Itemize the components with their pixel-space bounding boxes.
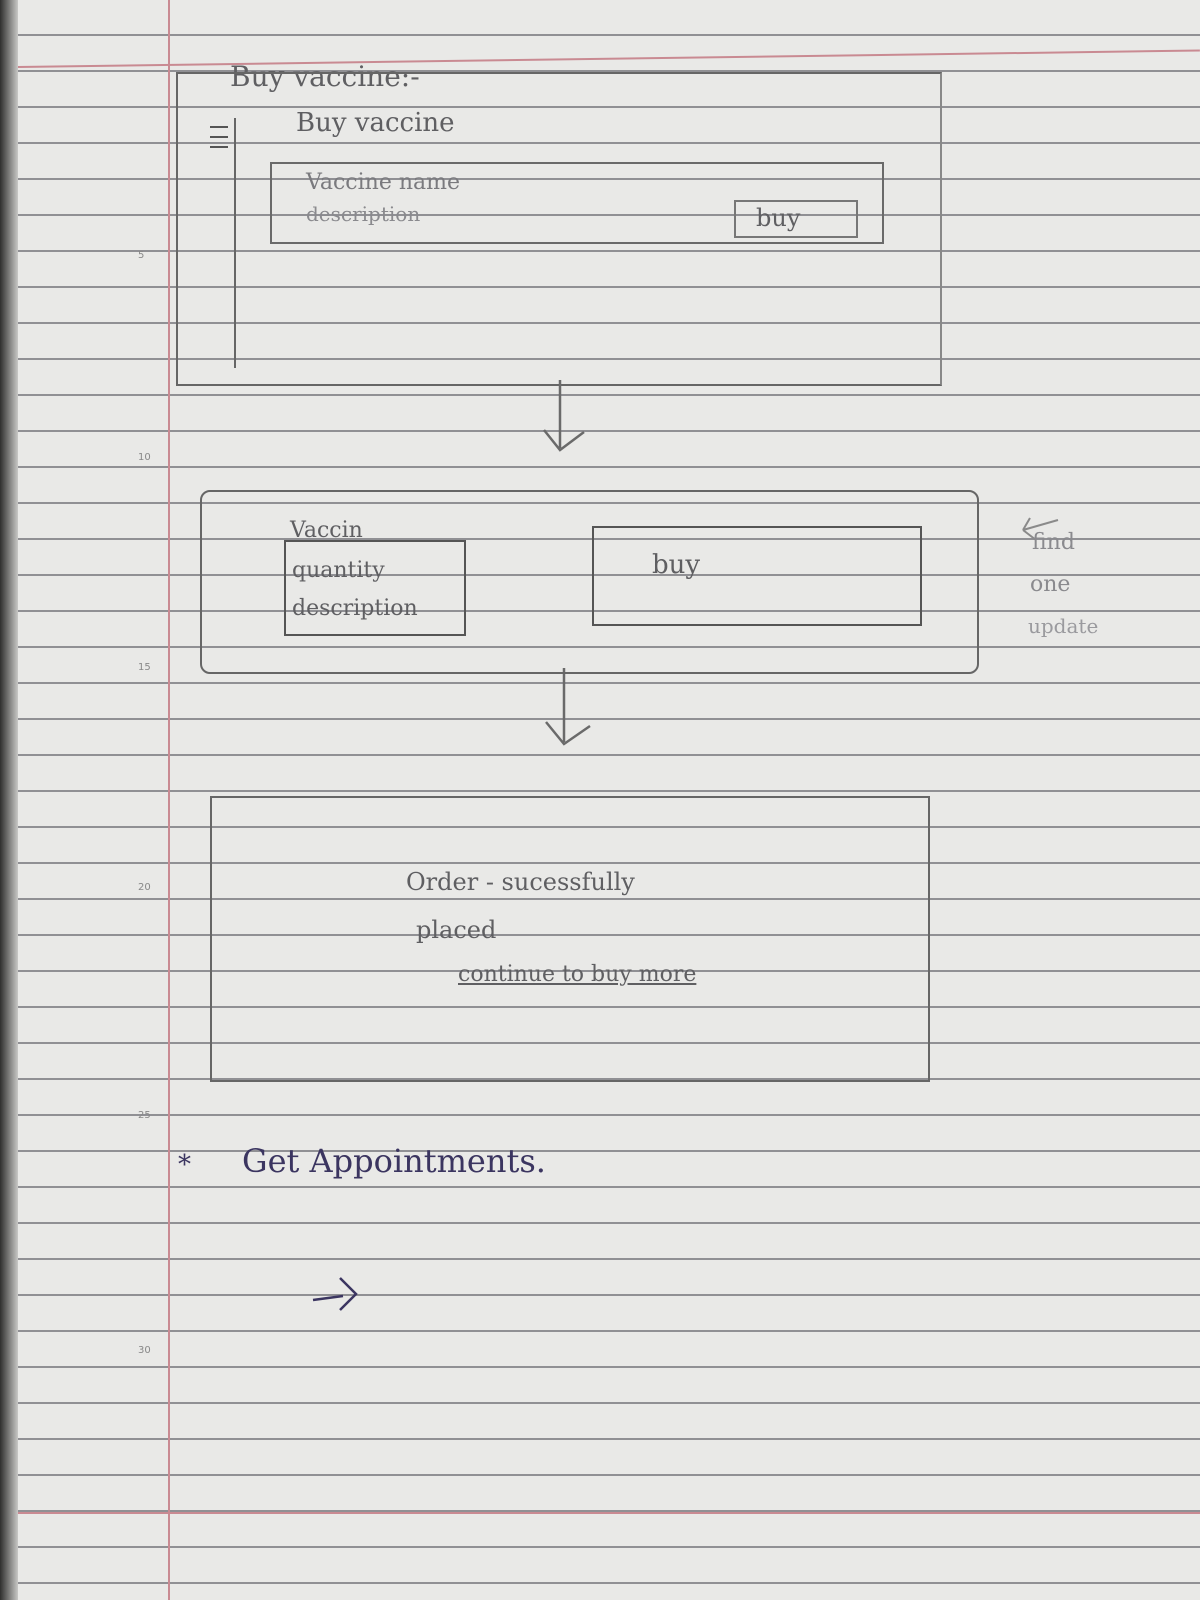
vaccine-detail-box <box>284 540 466 636</box>
sketch-title: Buy vaccine:- <box>230 60 420 93</box>
line-number: 10 <box>138 452 151 463</box>
hamburger-menu-icon[interactable] <box>210 126 228 148</box>
notebook-page: 5 10 15 20 25 30 Buy vaccine:- Buy vacci… <box>18 0 1200 1600</box>
screen2-buy-label: buy <box>652 550 701 580</box>
screen3-frame <box>210 796 930 1082</box>
line-number: 5 <box>138 250 145 261</box>
section-heading-get-appointments: Get Appointments. <box>242 1142 546 1180</box>
flow-arrows <box>312 380 1059 1311</box>
line-number: 25 <box>138 1110 151 1121</box>
notebook-edge <box>0 0 18 1600</box>
pen-arrow-icon <box>312 1277 358 1311</box>
bottom-margin-line <box>18 1512 1200 1514</box>
screen2-buy-button[interactable]: buy <box>592 526 922 626</box>
side-note-one: one <box>1030 572 1071 597</box>
sidebar <box>204 118 236 368</box>
side-note-update: update <box>1028 614 1099 638</box>
vaccine-description: description <box>306 202 421 226</box>
card-buy-button[interactable]: buy <box>734 200 858 238</box>
vaccine-name: Vaccine name <box>306 170 461 195</box>
detail-vaccine: Vaccin <box>290 518 363 543</box>
screen2-frame <box>200 490 979 674</box>
line-number: 20 <box>138 882 151 893</box>
detail-description: description <box>292 596 418 621</box>
line-number: 30 <box>138 1345 151 1356</box>
side-note-find: find <box>1032 530 1075 555</box>
order-success-message: Order - sucessfully <box>406 868 635 896</box>
vaccine-card[interactable] <box>270 162 884 244</box>
line-number: 15 <box>138 662 151 673</box>
screen1-header: Buy vaccine <box>296 108 455 138</box>
bullet-star: * <box>178 1150 191 1180</box>
left-margin-line <box>168 0 170 1600</box>
continue-shopping-link[interactable]: continue to buy more <box>458 962 697 987</box>
arrow-down-icon <box>545 668 591 746</box>
arrow-down-icon <box>543 380 585 452</box>
detail-quantity: quantity <box>292 558 385 583</box>
side-note-arrow-icon <box>1022 517 1059 541</box>
card-buy-label: buy <box>756 204 801 232</box>
order-placed-text: placed <box>416 916 497 944</box>
